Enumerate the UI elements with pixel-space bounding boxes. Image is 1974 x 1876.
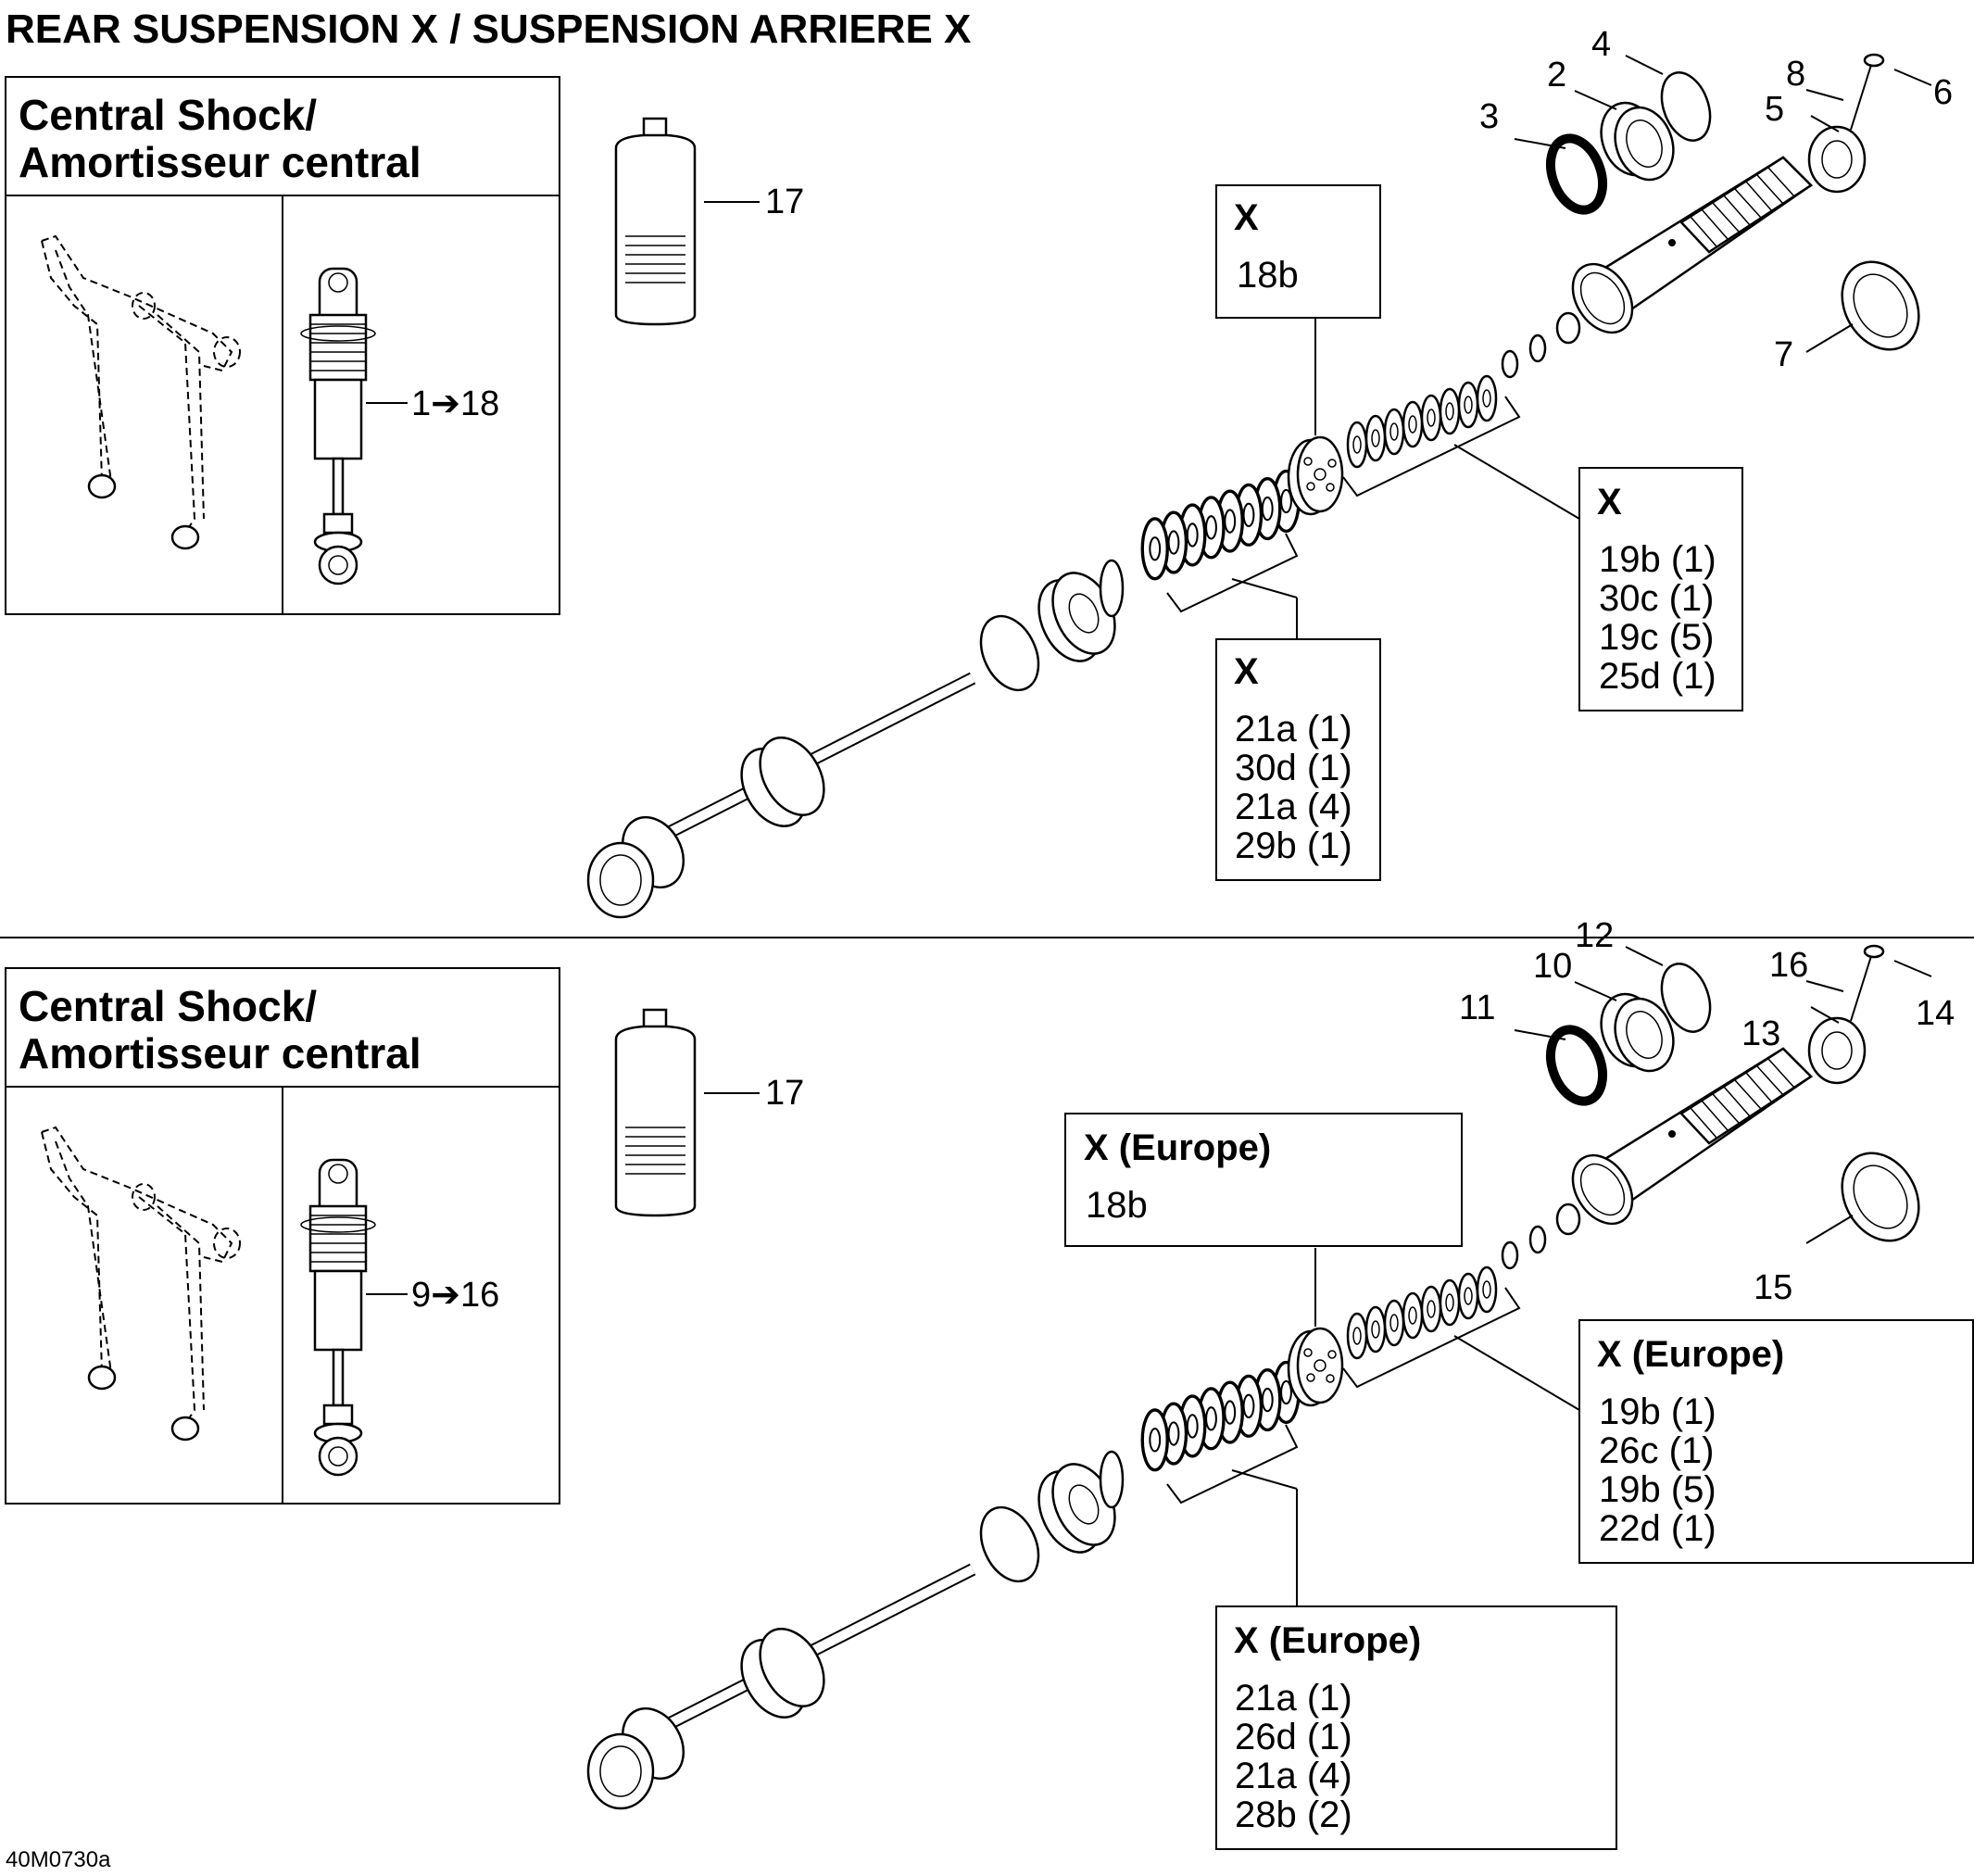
piston-nut <box>1555 1202 1581 1236</box>
figure-id: 40M0730a <box>6 1847 111 1872</box>
compression-stack <box>1142 472 1299 579</box>
callout-leaders-top <box>1514 55 1932 353</box>
piston-seal <box>979 614 1040 692</box>
piston <box>1037 572 1116 662</box>
nut-ring <box>1841 260 1920 351</box>
suspension-frame-sketch <box>41 234 241 550</box>
kit-box-bottom-item: 21a (4) <box>1235 1756 1352 1796</box>
kit-box-bottom-title: X <box>1234 651 1259 692</box>
page-title: REAR SUSPENSION X / SUSPENSION ARRIERE X <box>6 6 971 52</box>
kit-box-bottom-title: X (Europe) <box>1234 1620 1421 1661</box>
kit-box-right-title: X (Europe) <box>1597 1334 1784 1375</box>
washer-a <box>1501 1240 1519 1270</box>
shock-sketch <box>300 1158 376 1477</box>
shock-sketch <box>300 267 376 585</box>
panel-bottom: Central Shock/ Amortisseur central <box>5 916 1974 1850</box>
callout-bottle: 17 <box>765 1074 804 1113</box>
piston-seal <box>979 1505 1040 1583</box>
inset-title-line1: Central Shock/ <box>19 982 317 1030</box>
callout-oring: 11 <box>1459 988 1495 1027</box>
oil-bottle <box>614 1008 697 1217</box>
kit-box-right-item: 19c (5) <box>1599 617 1715 658</box>
kit-box-bottom-item: 29b (1) <box>1235 825 1352 866</box>
inset-title-line1: Central Shock/ <box>19 91 317 139</box>
callout-leaders-bottom <box>1514 946 1932 1244</box>
kit-box-right-item: 26c (1) <box>1599 1430 1715 1471</box>
o-ring <box>1545 133 1608 215</box>
kit-box-right-item: 19b (1) <box>1599 539 1716 580</box>
kit-box-bottom-item: 21a (1) <box>1235 709 1352 749</box>
kit-box-bottom-item: 21a (1) <box>1235 1678 1352 1719</box>
kit-box-top-title: X <box>1234 197 1259 238</box>
callout-nut: 15 <box>1754 1268 1792 1307</box>
screw-part <box>1850 53 1885 131</box>
kit-box-right-item: 22d (1) <box>1599 1508 1716 1549</box>
disc-part <box>1660 963 1712 1033</box>
washer-a <box>1501 349 1519 379</box>
kit-box-right-item: 25d (1) <box>1599 656 1716 697</box>
kit-box-bottom: X (Europe) 21a (1) 26d (1) 21a (4) 28b (… <box>1215 1605 1617 1850</box>
callout-disc: 12 <box>1575 916 1614 955</box>
valve-body <box>1287 1327 1344 1407</box>
piston-rod <box>586 672 976 919</box>
callout-bushing: 5 <box>1765 90 1784 129</box>
kit-box-bottom-item: 26d (1) <box>1235 1717 1352 1757</box>
panel-top: Central Shock/ Amortisseur central <box>5 25 1953 919</box>
nut-ring <box>1841 1152 1920 1242</box>
kit-box-top: X 18b <box>1215 184 1381 319</box>
piston-nut <box>1555 311 1581 345</box>
callout-cap: 14 <box>1916 994 1955 1033</box>
suspension-frame-sketch <box>41 1126 241 1442</box>
rebound-stack <box>1348 376 1496 467</box>
kit-box-bottom-item: 21a (4) <box>1235 787 1352 827</box>
shock-body <box>1559 1016 1867 1237</box>
callout-disc: 4 <box>1591 25 1611 64</box>
screw-part <box>1850 944 1885 1022</box>
piston <box>1037 1463 1116 1554</box>
washer-lower <box>1099 559 1125 618</box>
kit-box-bottom: X 21a (1) 30d (1) 21a (4) 29b (1) <box>1215 638 1381 881</box>
inset-box-bottom: Central Shock/ Amortisseur central <box>5 967 560 1505</box>
kit-box-top: X (Europe) 18b <box>1064 1113 1463 1247</box>
kit-box-bottom-item: 28b (2) <box>1235 1794 1352 1835</box>
rebound-stack <box>1348 1267 1496 1358</box>
callout-screw: 8 <box>1786 55 1805 94</box>
kit-box-right-item: 19b (1) <box>1599 1391 1716 1432</box>
disc-part <box>1660 71 1712 142</box>
callout-bushing: 13 <box>1741 1014 1780 1053</box>
inset-title-line2: Amortisseur central <box>19 1029 421 1077</box>
kit-box-bottom-item: 30d (1) <box>1235 748 1352 788</box>
kit-box-right-item: 30c (1) <box>1599 578 1715 619</box>
o-ring <box>1545 1025 1608 1106</box>
callout-nut: 7 <box>1774 335 1793 374</box>
callout-screw: 16 <box>1769 946 1808 985</box>
washer-b <box>1528 1225 1547 1254</box>
inset-range-callout: 1➔18 <box>411 384 499 423</box>
washer-b <box>1528 334 1547 363</box>
seal-part <box>1600 992 1675 1073</box>
seal-part <box>1600 101 1675 182</box>
callout-oring: 3 <box>1479 97 1499 136</box>
kit-box-top-title: X (Europe) <box>1084 1127 1271 1168</box>
oil-bottle <box>614 117 697 326</box>
callout-seal: 10 <box>1533 947 1572 986</box>
inset-title-line2: Amortisseur central <box>19 138 421 186</box>
washer-lower <box>1099 1450 1125 1509</box>
inset-box-top: Central Shock/ Amortisseur central <box>5 76 560 615</box>
kit-box-right: X (Europe) 19b (1) 26c (1) 19b (5) 22d (… <box>1578 1319 1974 1564</box>
kit-box-right: X 19b (1) 30c (1) 19c (5) 25d (1) <box>1578 467 1743 711</box>
kit-box-top-item: 18b <box>1086 1185 1148 1226</box>
shock-body <box>1559 125 1867 346</box>
compression-stack <box>1142 1363 1299 1470</box>
kit-box-right-title: X <box>1597 482 1622 523</box>
valve-body <box>1287 435 1344 516</box>
inset-range-callout: 9➔16 <box>411 1276 499 1315</box>
callout-seal: 2 <box>1547 56 1566 94</box>
callout-bottle: 17 <box>765 183 804 221</box>
kit-box-right-item: 19b (5) <box>1599 1469 1716 1510</box>
kit-box-top-item: 18b <box>1237 255 1299 296</box>
callout-cap: 6 <box>1933 73 1953 112</box>
piston-rod <box>586 1563 976 1810</box>
